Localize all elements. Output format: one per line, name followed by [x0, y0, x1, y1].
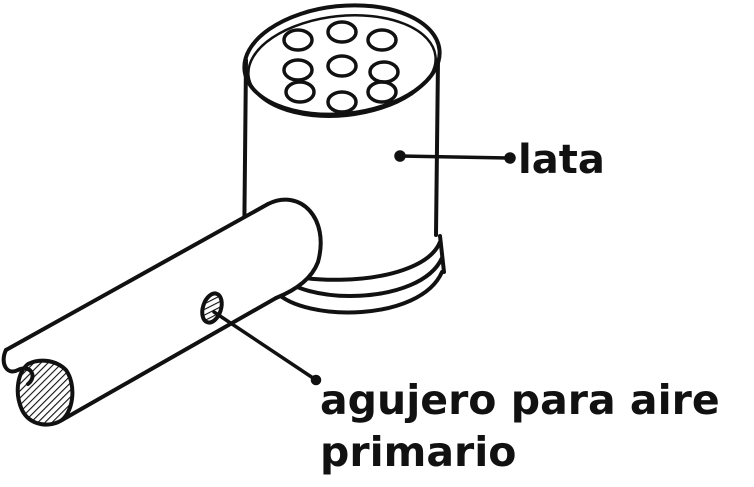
leader-dot-hole-end [310, 374, 322, 386]
leader-line-can [398, 154, 510, 160]
leader-dot-can-end [504, 152, 516, 164]
leader-lines [212, 150, 516, 386]
label-can: lata [518, 137, 605, 183]
label-hole-line1: agujero para aire [320, 376, 720, 424]
leader-line-hole [212, 310, 318, 382]
label-hole-line2: primario [320, 428, 517, 476]
pipe [1, 197, 323, 427]
leader-dot-can-start [394, 150, 406, 162]
can-top-holes [282, 20, 400, 114]
